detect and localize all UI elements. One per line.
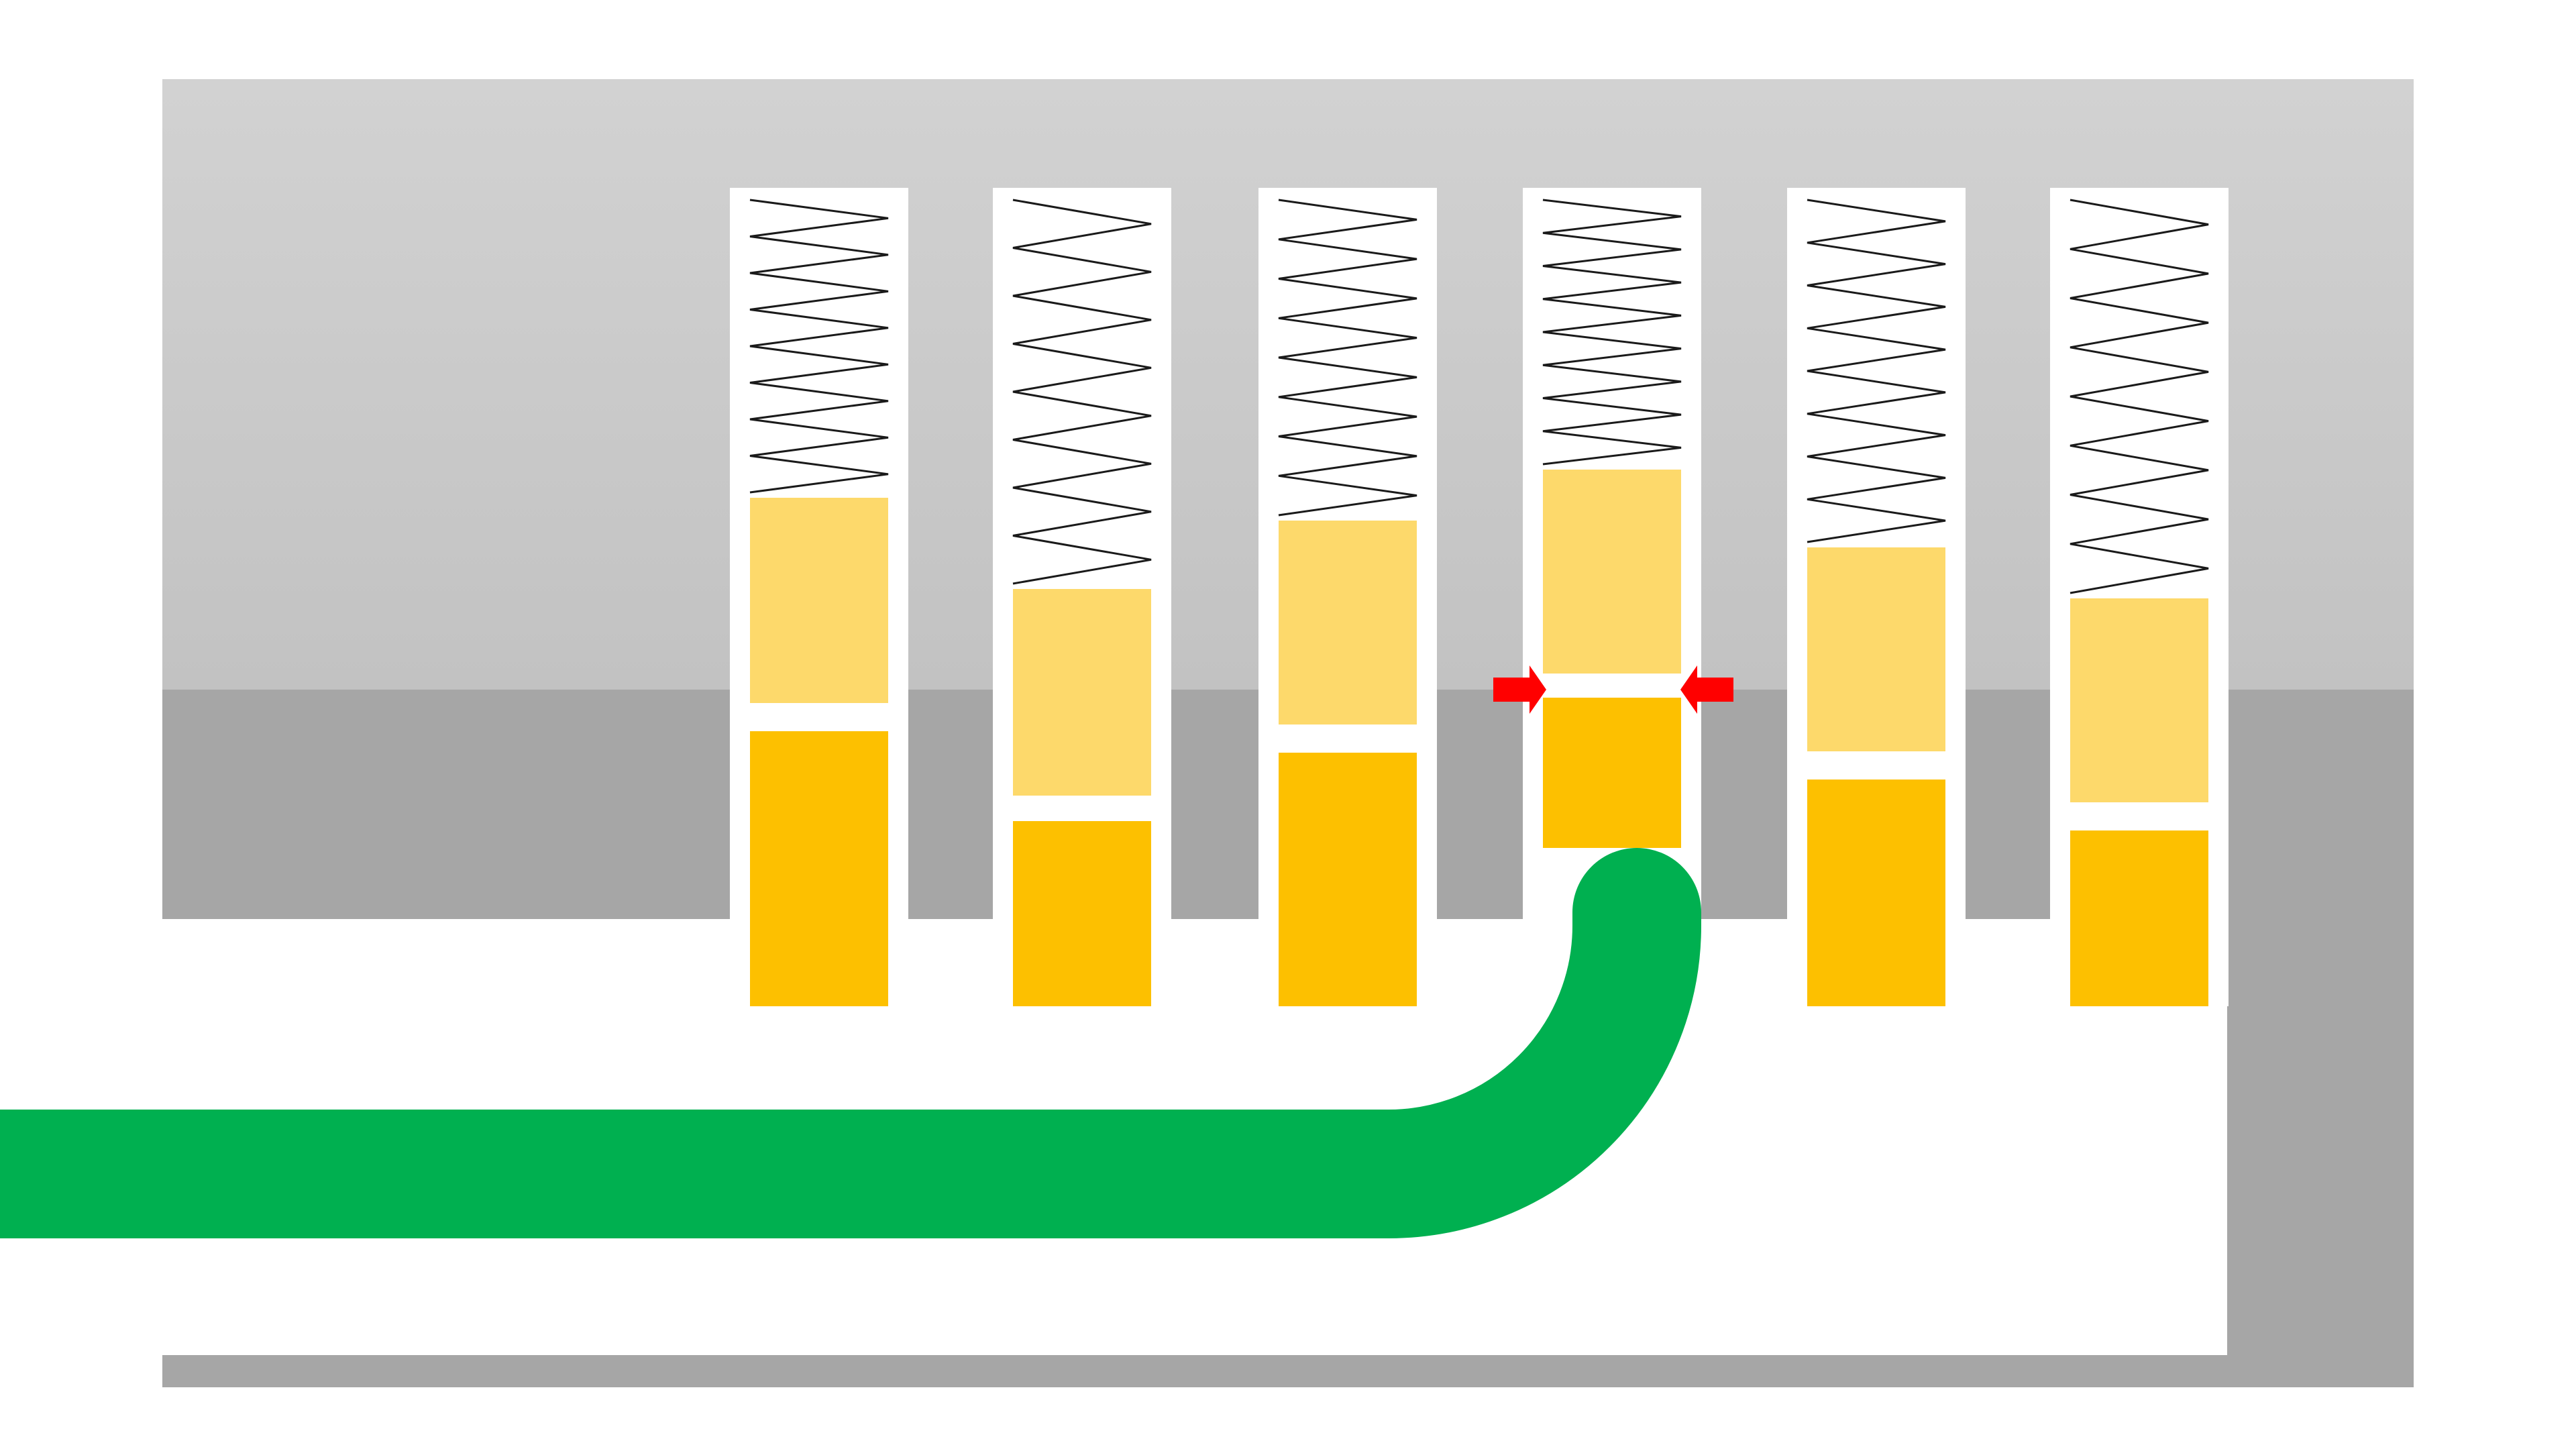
pin-stack-5 <box>1787 188 1966 1006</box>
key-pin <box>1013 821 1151 1006</box>
lock-pick-icon <box>0 848 1701 1238</box>
spring-icon <box>1278 199 1417 517</box>
driver-pin <box>2070 598 2208 802</box>
driver-pin <box>1013 589 1151 796</box>
key-pin <box>1807 780 1945 1006</box>
driver-pin <box>1543 470 1681 674</box>
key-pin <box>1279 753 1417 1006</box>
pin-stack-1 <box>730 188 908 1006</box>
spring-icon <box>1012 199 1152 585</box>
shear-line-arrow-icon <box>1493 665 1546 714</box>
spring-icon <box>749 199 889 494</box>
driver-pin <box>1807 547 1945 751</box>
spring-icon <box>1807 199 1946 543</box>
shear-line-arrows <box>1493 665 1733 714</box>
pin-stack-6 <box>2050 188 2229 1006</box>
driver-pin <box>750 498 888 703</box>
key-pin <box>2070 830 2208 1006</box>
pin-stack-4 <box>1523 188 1701 919</box>
pin-stack-2 <box>993 188 1171 1006</box>
key-pin <box>750 731 888 1006</box>
spring-icon <box>1542 199 1682 466</box>
driver-pin <box>1279 521 1417 724</box>
pin-stack-3 <box>1258 188 1437 1006</box>
pin-stacks <box>730 188 2229 1006</box>
shear-line-arrow-icon <box>1680 665 1733 714</box>
spring-icon <box>2070 199 2209 594</box>
key-pin <box>1543 698 1681 848</box>
lock-pick-shaft-edge <box>0 1110 74 1238</box>
